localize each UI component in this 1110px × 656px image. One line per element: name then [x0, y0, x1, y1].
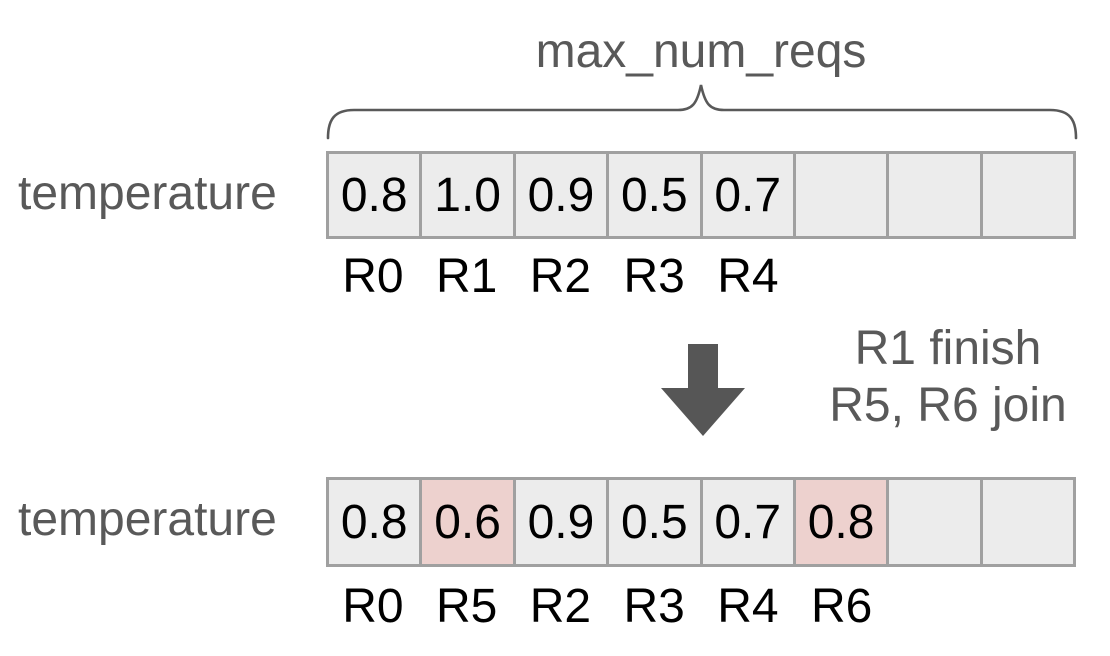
array-cell-after-5: 0.8: [792, 480, 887, 564]
array-cell-before-1: 1.0: [419, 154, 513, 236]
transition-caption: R1 finish R5, R6 join: [798, 320, 1098, 434]
request-label-before-7: [982, 249, 1076, 305]
request-label-after-7: [982, 579, 1076, 635]
request-label-after-4: R4: [717, 580, 779, 633]
curly-brace-icon: [326, 84, 1078, 140]
request-label-before-0: R0: [342, 250, 404, 303]
temperature-row-label-before: temperature: [18, 167, 277, 220]
array-cell-before-2: 0.9: [512, 154, 607, 236]
transition-caption-line-2: R5, R6 join: [829, 379, 1067, 432]
array-cell-after-3: 0.5: [606, 480, 700, 564]
request-label-after-6: [889, 579, 983, 635]
request-label-after-0: R0: [342, 580, 404, 633]
temperature-row-label-after: temperature: [18, 493, 277, 546]
array-cell-after-0: 0.8: [329, 480, 420, 564]
request-label-after-1: R5: [435, 580, 498, 633]
array-cell-before-6: [886, 154, 980, 236]
request-labels-after: R0 R5 R2 R3 R4 R6: [326, 579, 1076, 635]
array-cell-before-5: [792, 154, 887, 236]
array-cell-before-4: 0.7: [699, 154, 793, 236]
request-label-before-1: R1: [435, 250, 498, 303]
down-arrow-icon: [661, 344, 745, 436]
request-label-before-3: R3: [623, 250, 685, 303]
array-cell-before-0: 0.8: [329, 154, 420, 236]
transition-caption-line-1: R1 finish: [854, 322, 1042, 375]
request-label-after-2: R2: [529, 580, 592, 633]
request-label-before-2: R2: [529, 250, 592, 303]
request-label-after-3: R3: [623, 580, 685, 633]
array-cell-after-1: 0.6: [419, 480, 513, 564]
request-label-after-5: R6: [810, 580, 873, 633]
array-cell-after-4: 0.7: [699, 480, 793, 564]
request-label-before-5: [795, 249, 889, 305]
array-cell-before-7: [979, 154, 1073, 236]
array-cell-before-3: 0.5: [606, 154, 700, 236]
array-cell-after-7: [979, 480, 1073, 564]
max-num-reqs-label: max_num_reqs: [535, 25, 867, 78]
request-label-before-6: [889, 249, 983, 305]
request-label-before-4: R4: [717, 250, 779, 303]
array-cell-after-2: 0.9: [512, 480, 607, 564]
array-cell-after-6: [886, 480, 980, 564]
request-labels-before: R0 R1 R2 R3 R4: [326, 249, 1076, 305]
